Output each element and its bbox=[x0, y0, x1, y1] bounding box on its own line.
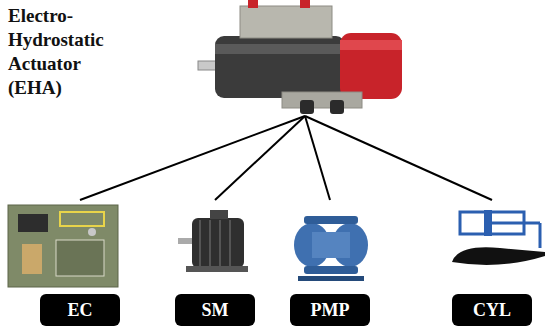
chip bbox=[18, 214, 48, 232]
pump-center bbox=[312, 232, 350, 258]
motor-housing bbox=[192, 218, 244, 268]
component-node: CYL bbox=[448, 200, 536, 328]
fin bbox=[199, 220, 201, 266]
pcb-board bbox=[8, 205, 118, 287]
connector-line bbox=[305, 116, 330, 200]
cap-highlight bbox=[340, 40, 402, 50]
capacitor bbox=[88, 228, 96, 236]
body-highlight bbox=[215, 44, 345, 54]
component-node: EC bbox=[35, 200, 125, 328]
component-label: PMP bbox=[290, 294, 370, 326]
pump-manifold bbox=[304, 266, 358, 274]
trace bbox=[60, 212, 104, 226]
pump-illustration bbox=[294, 216, 368, 281]
fin bbox=[219, 220, 221, 266]
valve-cap bbox=[300, 0, 310, 8]
device-node: Electro-Hydrostatic Actuator (EHA) bbox=[200, 0, 410, 116]
device-title: Electro-Hydrostatic Actuator (EHA) bbox=[8, 4, 126, 100]
pump-manifold bbox=[304, 216, 358, 224]
linkage bbox=[539, 223, 542, 248]
connector-line bbox=[215, 116, 305, 200]
component bbox=[56, 240, 104, 276]
lower-block bbox=[282, 92, 362, 108]
piston bbox=[484, 210, 492, 236]
port bbox=[300, 100, 314, 114]
component-label: EC bbox=[40, 294, 120, 326]
motor-shaft bbox=[178, 238, 192, 244]
pcb-illustration bbox=[8, 205, 118, 287]
component bbox=[22, 244, 42, 274]
piston-rod bbox=[492, 222, 540, 225]
component-node: PMP bbox=[288, 200, 372, 328]
red-end-cap bbox=[340, 33, 402, 99]
connector-line bbox=[80, 116, 305, 200]
component-label: CYL bbox=[452, 294, 532, 326]
control-surface bbox=[452, 247, 545, 265]
eha-device bbox=[198, 0, 402, 114]
motor-illustration bbox=[178, 210, 248, 272]
cylinder-illustration bbox=[452, 210, 545, 265]
port bbox=[330, 100, 344, 114]
pump-base bbox=[298, 276, 364, 281]
fin bbox=[209, 220, 211, 266]
component-node: SM bbox=[170, 200, 260, 328]
valve-cap bbox=[248, 0, 258, 8]
motor-body bbox=[215, 36, 345, 98]
connector-line bbox=[305, 116, 492, 200]
manifold-block bbox=[240, 6, 332, 38]
motor-base bbox=[186, 266, 248, 272]
component-label: SM bbox=[175, 294, 255, 326]
fin bbox=[229, 220, 231, 266]
terminal-box bbox=[210, 210, 228, 219]
